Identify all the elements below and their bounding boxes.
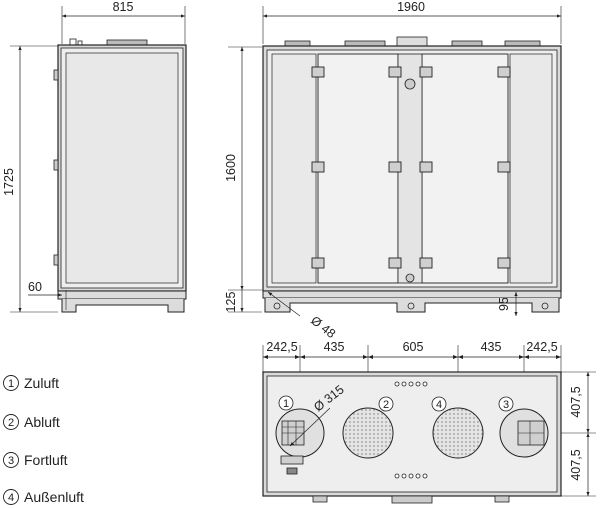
top-half-upper-label: 407,5 [569,386,583,417]
legend-label: Abluft [24,414,60,430]
legend-label: Fortluft [24,452,68,468]
segment-3-label: 605 [403,340,424,354]
front-base-label: 125 [224,292,238,313]
legend-num: 3 [8,455,14,467]
front-height-label: 1600 [224,154,238,182]
side-view [10,6,187,313]
top-view [262,345,596,504]
segment-1-label: 242,5 [266,340,297,354]
port-marker-1-num: 1 [283,398,289,410]
front-width-label: 1960 [397,0,425,14]
port-marker-3: 3 [498,396,514,412]
top-half-lower-label: 407,5 [569,449,583,480]
legend-num: 1 [8,378,14,390]
front-view [228,6,562,317]
legend-label: Zuluft [24,375,59,391]
port-marker-1: 1 [278,395,294,411]
port-marker-3-num: 3 [503,399,509,411]
port-marker-2-num: 2 [383,399,389,411]
legend-item-fortluft: 3 Fortluft [3,452,68,468]
side-width-label: 815 [113,0,134,14]
legend-num: 2 [8,417,14,429]
port-marker-2: 2 [378,396,394,412]
legend-num: 4 [8,492,14,504]
legend-item-aussenluft: 4 Außenluft [3,489,84,505]
segment-4-label: 435 [481,340,502,354]
legend-item-zuluft: 1 Zuluft [3,375,59,391]
segment-2-label: 435 [324,340,345,354]
port-marker-4: 4 [431,396,447,412]
port-marker-4-num: 4 [436,399,442,411]
legend-item-abluft: 2 Abluft [3,414,60,430]
side-foot-label: 60 [28,280,42,294]
front-base-right-label: 95 [497,297,511,311]
legend: 1 Zuluft 2 Abluft 3 Fortluft 4 Außenluft [3,375,84,505]
legend-label: Außenluft [24,489,84,505]
side-height-label: 1725 [2,168,16,196]
drain-diameter-label: Ø 48 [308,313,338,341]
segment-5-label: 242,5 [526,340,557,354]
